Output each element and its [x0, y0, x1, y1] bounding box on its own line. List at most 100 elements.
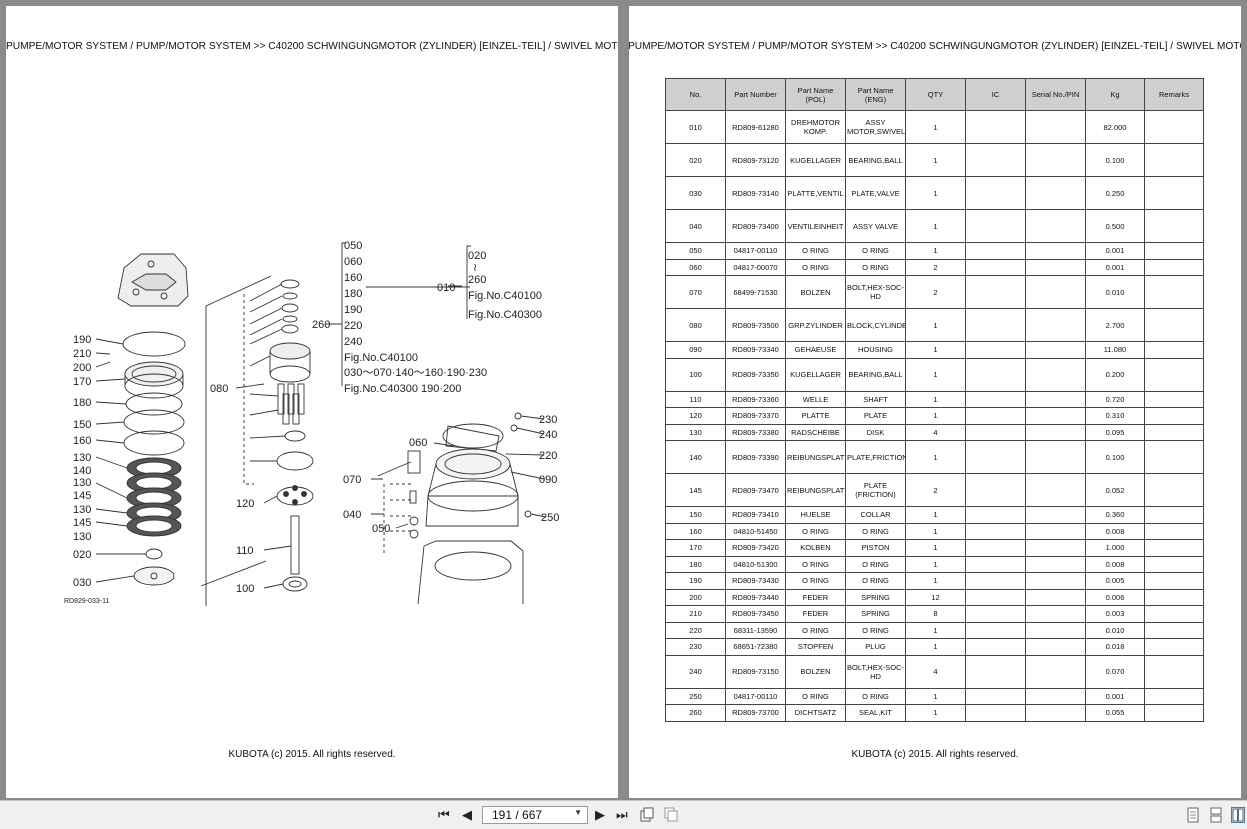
- cell-remarks: [1144, 357, 1204, 392]
- header-part-number: Part Number: [725, 78, 786, 111]
- fig-ref-c40100-right: Fig.No.C40100: [468, 290, 542, 302]
- cell-part-name-eng: PLATE,VALVE: [845, 176, 906, 210]
- forward-view-icon[interactable]: [664, 807, 678, 823]
- cell-part-name-eng: BLOCK,CYLINDER: [845, 308, 906, 342]
- page-indicator: 191 / 667: [492, 808, 543, 822]
- header-kg: Kg: [1085, 78, 1145, 111]
- cell-qty: 4: [905, 654, 966, 689]
- cell-remarks: [1144, 638, 1204, 656]
- cell-part-name-eng: SPRING: [845, 605, 906, 623]
- cell-ic: [965, 440, 1026, 474]
- parts-table: No. Part Number Part Name (POL) Part Nam…: [665, 78, 1204, 722]
- cell-ic: [965, 341, 1026, 359]
- cell-remarks: [1144, 704, 1204, 722]
- cell-qty: 1: [905, 308, 966, 342]
- cell-qty: 1: [905, 704, 966, 722]
- cell-remarks: [1144, 176, 1204, 210]
- cell-remarks: [1144, 473, 1204, 507]
- fig-ref-c40100: Fig.No.C40100: [344, 352, 418, 364]
- cell-ic: [965, 423, 1026, 441]
- cell-serial: [1025, 704, 1086, 722]
- back-view-icon[interactable]: [640, 807, 654, 823]
- cell-serial: [1025, 440, 1086, 474]
- two-page-view-icon[interactable]: [1231, 807, 1245, 823]
- cell-no: 180: [665, 555, 726, 573]
- cell-kg: 11.080: [1085, 341, 1145, 359]
- continuous-view-icon[interactable]: [1209, 807, 1223, 823]
- cell-kg: 0.310: [1085, 407, 1145, 425]
- header-part-name-pol: Part Name (POL): [785, 78, 846, 111]
- cell-part-number: 04810-51450: [725, 522, 786, 540]
- cell-part-number: RD809-73400: [725, 209, 786, 243]
- cell-part-name-pol: BOLZEN: [785, 275, 846, 309]
- cell-kg: 0.200: [1085, 357, 1145, 392]
- cell-part-name-pol: O RING: [785, 258, 846, 276]
- table-row: 140RD809-73390REIBUNGSPLATTEPLATE,FRICTI…: [665, 440, 1204, 474]
- cell-qty: 1: [905, 407, 966, 425]
- cell-part-number: RD809-73440: [725, 588, 786, 606]
- group-label-220: 220: [344, 320, 362, 332]
- chevron-down-icon: ▼: [574, 808, 582, 817]
- cell-ic: [965, 704, 1026, 722]
- cell-part-name-eng: PLATE: [845, 407, 906, 425]
- cell-part-name-pol: PLATTE,VENTIL: [785, 176, 846, 210]
- previous-page-icon[interactable]: ◀: [462, 807, 472, 822]
- cell-remarks: [1144, 407, 1204, 425]
- label-130: 130: [73, 477, 91, 489]
- cell-kg: 0.008: [1085, 555, 1145, 573]
- cell-part-name-pol: GEHAEUSE: [785, 341, 846, 359]
- page-number-select[interactable]: 191 / 667 ▼: [482, 806, 588, 824]
- label-100: 100: [236, 583, 254, 595]
- cell-ic: [965, 143, 1026, 177]
- cell-remarks: [1144, 588, 1204, 606]
- single-page-view-icon[interactable]: [1186, 807, 1200, 823]
- cell-part-name-pol: FEDER: [785, 588, 846, 606]
- cell-part-number: 68499-71530: [725, 275, 786, 309]
- left-page: PUMPE/MOTOR SYSTEM / PUMP/MOTOR SYSTEM >…: [6, 6, 618, 798]
- cell-no: 040: [665, 209, 726, 243]
- cell-no: 030: [665, 176, 726, 210]
- label-130: 130: [73, 452, 91, 464]
- cell-serial: [1025, 522, 1086, 540]
- cell-kg: 0.095: [1085, 423, 1145, 441]
- cell-part-name-pol: KOLBEN: [785, 539, 846, 557]
- cell-ic: [965, 209, 1026, 243]
- cell-ic: [965, 572, 1026, 590]
- cell-qty: 2: [905, 258, 966, 276]
- cell-part-number: RD809-73140: [725, 176, 786, 210]
- first-page-icon[interactable]: ⏮: [438, 807, 450, 822]
- cell-qty: 1: [905, 110, 966, 144]
- range-tilde: ≀: [473, 262, 477, 274]
- group-label-180: 180: [344, 288, 362, 300]
- cell-ic: [965, 176, 1026, 210]
- cell-no: 120: [665, 407, 726, 425]
- group-label-160: 160: [344, 272, 362, 284]
- label-150: 150: [73, 419, 91, 431]
- cell-kg: 0.720: [1085, 390, 1145, 408]
- exploded-parts-diagram: 190 210 200 170 180 150 160 130 140 130 …: [64, 240, 559, 606]
- last-page-icon[interactable]: ⏭: [616, 807, 628, 822]
- cell-serial: [1025, 572, 1086, 590]
- cell-part-name-pol: O RING: [785, 621, 846, 639]
- cell-qty: 2: [905, 473, 966, 507]
- group-label-240: 240: [344, 336, 362, 348]
- cell-qty: 1: [905, 572, 966, 590]
- label-120: 120: [236, 498, 254, 510]
- right-page: PUMPE/MOTOR SYSTEM / PUMP/MOTOR SYSTEM >…: [629, 6, 1241, 798]
- cell-part-number: RD809-73350: [725, 357, 786, 392]
- cell-part-number: RD809-73430: [725, 572, 786, 590]
- cell-part-name-pol: O RING: [785, 242, 846, 260]
- cell-part-name-pol: O RING: [785, 572, 846, 590]
- cell-qty: 1: [905, 242, 966, 260]
- label-070: 070: [343, 474, 361, 486]
- next-page-icon[interactable]: ▶: [595, 807, 605, 822]
- cell-serial: [1025, 308, 1086, 342]
- cell-no: 260: [665, 704, 726, 722]
